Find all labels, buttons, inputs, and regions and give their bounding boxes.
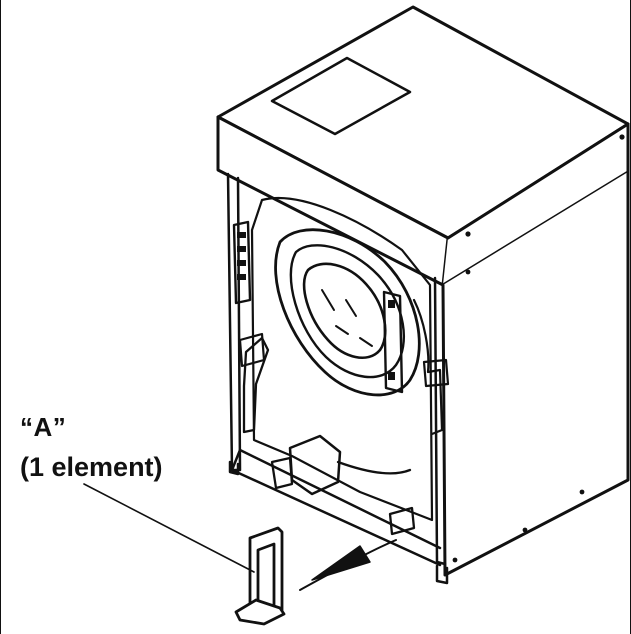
control-board-connectors (237, 232, 246, 280)
drain-pump (288, 434, 342, 496)
front-right-foot (435, 564, 449, 585)
right-side-wall (441, 170, 630, 577)
drum-baffle (359, 337, 373, 347)
door-hinge-bracket (382, 290, 404, 394)
drum-baffle (321, 289, 335, 311)
control-board (232, 220, 252, 305)
drum-baffle (345, 299, 357, 317)
callout-label: “A” (20, 412, 67, 442)
removal-arrow-head (311, 545, 371, 581)
pump-outlet (270, 456, 294, 490)
pump-hose (336, 460, 412, 475)
left-front-post (226, 172, 242, 472)
bracket-plate (238, 332, 266, 368)
right-front-post (433, 276, 447, 566)
right-cable-loom (412, 298, 444, 436)
right-clamp (422, 358, 450, 388)
front-left-foot (228, 460, 240, 476)
drum-window (302, 262, 387, 359)
callout-leader-line (83, 483, 255, 573)
drum-bezel-inner (289, 244, 406, 379)
callout-count: (1 element) (20, 452, 163, 482)
transport-bracket-foot (234, 598, 286, 626)
drum-baffle (335, 325, 349, 335)
hinge-screw-top (388, 300, 395, 308)
drum-bezel-outer (274, 228, 421, 397)
hinge-screw-bottom (388, 372, 395, 380)
top-inspection-plate (270, 56, 412, 136)
rear-foot-bracket (388, 506, 416, 536)
